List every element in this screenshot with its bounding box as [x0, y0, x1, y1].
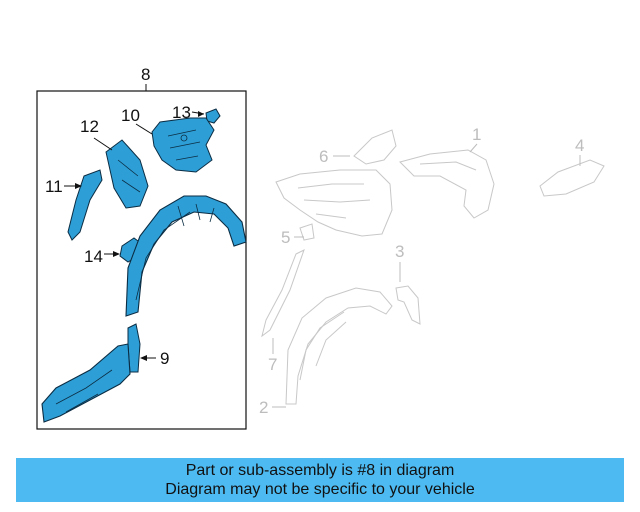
arrow-9 — [140, 355, 147, 361]
part-wheelhouse[interactable] — [125, 195, 247, 317]
leader-1 — [469, 143, 478, 153]
leader-12 — [93, 137, 113, 151]
callout-5[interactable]: 5 — [281, 228, 290, 247]
arrow-11 — [75, 183, 82, 189]
banner-line-2: Diagram may not be specific to your vehi… — [165, 481, 475, 498]
part-10[interactable] — [151, 117, 215, 173]
callout-14[interactable]: 14 — [84, 247, 103, 266]
callout-12[interactable]: 12 — [80, 117, 99, 136]
callout-4[interactable]: 4 — [575, 136, 584, 155]
assembly-box-8 — [36, 90, 247, 430]
callout-13[interactable]: 13 — [172, 103, 191, 122]
part-11[interactable] — [67, 169, 103, 241]
parts-diagram: 8 13 10 12 11 14 9 — [36, 65, 605, 430]
arrow-13 — [198, 111, 204, 117]
banner-line-1: Part or sub-assembly is #8 in diagram — [185, 462, 455, 479]
arrow-14 — [113, 251, 120, 257]
callout-7[interactable]: 7 — [268, 355, 277, 374]
callout-3[interactable]: 3 — [395, 242, 404, 261]
callout-11[interactable]: 11 — [45, 177, 63, 196]
part-lower-rail[interactable] — [41, 343, 131, 423]
callout-9[interactable]: 9 — [160, 349, 169, 368]
callout-1[interactable]: 1 — [472, 125, 481, 144]
callout-2[interactable]: 2 — [259, 398, 268, 417]
callout-6[interactable]: 6 — [319, 147, 328, 166]
part-12[interactable] — [105, 139, 149, 209]
callout-8[interactable]: 8 — [141, 65, 150, 84]
callout-10[interactable]: 10 — [121, 106, 140, 125]
info-banner: Part or sub-assembly is #8 in diagram Di… — [16, 458, 624, 502]
leader-10 — [135, 123, 153, 135]
ghost-parts — [261, 129, 605, 405]
